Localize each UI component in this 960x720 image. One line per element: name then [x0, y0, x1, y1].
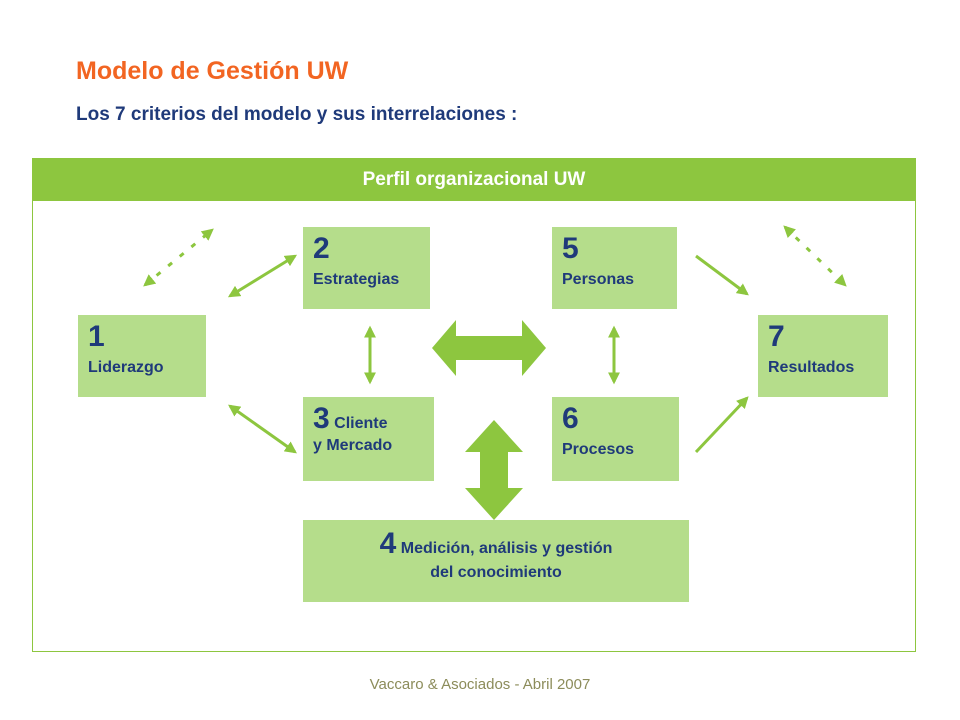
criterion-7-number: 7: [768, 320, 785, 353]
criterion-3-heading: 3 Cliente: [313, 403, 424, 435]
criterion-3-box: 3 Cliente y Mercado: [303, 397, 434, 481]
criterion-3-number: 3: [313, 402, 330, 435]
banner-label: Perfil organizacional UW: [362, 168, 586, 190]
criterion-6-box: 6 Procesos: [552, 397, 679, 481]
criterion-7-label: Resultados: [768, 359, 855, 376]
criterion-1-label: Liderazgo: [88, 359, 164, 376]
footer-text: Vaccaro & Asociados - Abril 2007: [369, 676, 591, 693]
criterion-3-label-line2: y Mercado: [313, 437, 393, 454]
arrow-1-2: [227, 254, 298, 298]
arrow-6-7: [694, 396, 749, 454]
criterion-1-box: 1 Liderazgo: [78, 315, 206, 397]
criterion-4-label-line2: del conocimiento: [430, 564, 562, 581]
criterion-5-box: 5 Personas: [552, 227, 677, 309]
dashed-arrow-right: [783, 225, 847, 287]
big-vertical-arrow: [465, 420, 523, 520]
dashed-arrow-left: [143, 228, 214, 287]
criterion-1-number: 1: [88, 320, 105, 353]
banner: Perfil organizacional UW: [32, 158, 916, 201]
criterion-5-number: 5: [562, 232, 579, 265]
criterion-4-box: 4 Medición, análisis y gestión del conoc…: [303, 520, 689, 602]
big-horizontal-arrow: [432, 320, 546, 376]
criterion-2-box: 2 Estrategias: [303, 227, 430, 309]
criterion-3-label-line1: Cliente: [334, 415, 388, 432]
criterion-4-label-line1: Medición, análisis y gestión: [400, 540, 613, 557]
criterion-7-box: 7 Resultados: [758, 315, 888, 397]
page-subtitle: Los 7 criterios del modelo y sus interre…: [76, 104, 518, 125]
criterion-4-number: 4: [379, 527, 397, 560]
criterion-5-label: Personas: [562, 271, 635, 288]
criterion-4-heading: 4 Medición, análisis y gestión: [313, 528, 679, 560]
criterion-6-label: Procesos: [562, 441, 635, 458]
arrow-5-7: [695, 254, 749, 296]
criterion-6-number: 6: [562, 402, 579, 435]
criterion-2-number: 2: [313, 232, 330, 265]
page-title: Modelo de Gestión UW: [76, 57, 349, 85]
criterion-2-label: Estrategias: [313, 271, 400, 288]
arrow-1-3: [228, 404, 297, 454]
